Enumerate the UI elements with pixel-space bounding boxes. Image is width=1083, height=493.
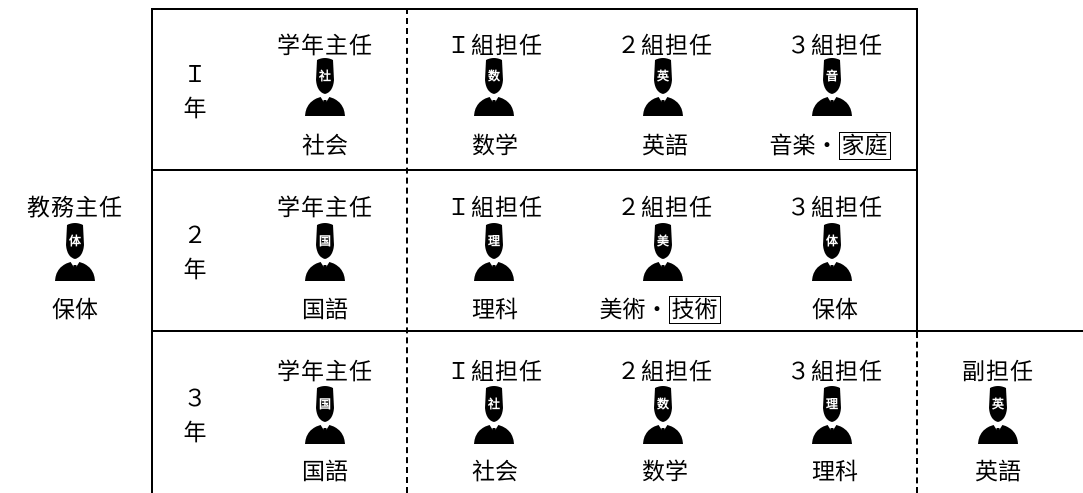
grade-label-1-top: Ｉ — [183, 62, 207, 88]
person-icon: 体 — [810, 223, 854, 281]
subject-badge-text: 数 — [657, 396, 670, 411]
person-icon: 数 — [641, 386, 685, 444]
head-teacher-subject: 保体 — [52, 297, 98, 323]
grade-label-2-top: ２ — [183, 223, 207, 249]
teacher-subject: 美術・技術 — [580, 290, 740, 324]
head-teacher-title: 教務主任 — [27, 195, 123, 221]
teacher-title: Ｉ組担任 — [447, 195, 543, 221]
subject-badge-text: 美 — [657, 233, 670, 248]
person-icon: 社 — [303, 58, 347, 116]
person-icon: 数 — [472, 58, 516, 116]
subject-boxed: 家庭 — [838, 132, 891, 160]
subject-badge-text: 音 — [826, 68, 838, 83]
teacher-subject: 数学 — [642, 459, 688, 485]
person-icon: 英 — [641, 58, 685, 116]
subject-badge-text: 社 — [318, 68, 331, 83]
teacher-subject: 社会 — [302, 133, 348, 159]
teacher-subject: 保体 — [812, 297, 858, 323]
person-icon: 国 — [303, 223, 347, 281]
subject-badge-text: 国 — [319, 234, 331, 248]
teacher-title: ３組担任 — [787, 33, 883, 59]
table-left-border — [151, 8, 153, 493]
grade-label-1-bottom: 年 — [183, 96, 207, 122]
subject-badge-text: 理 — [488, 234, 500, 248]
teacher-subject: 国語 — [302, 297, 348, 323]
subject-boxed: 技術 — [668, 296, 721, 324]
teacher-title: ２組担任 — [617, 359, 713, 385]
teacher-subject: 数学 — [472, 133, 518, 159]
grade-label-3-bottom: 年 — [183, 420, 207, 446]
subject-plain: 音楽・ — [769, 133, 839, 159]
row-divider-1 — [151, 169, 918, 171]
teacher-title: 学年主任 — [277, 195, 373, 221]
person-icon: 社 — [472, 386, 516, 444]
grade-divider-dashed — [406, 8, 408, 493]
teacher-title: 学年主任 — [277, 33, 373, 59]
teacher-subject: 理科 — [472, 297, 518, 323]
subject-badge-text: 理 — [826, 397, 838, 411]
subject-plain: 美術・ — [599, 297, 669, 323]
person-icon: 英 — [976, 386, 1020, 444]
grade-label-2-bottom: 年 — [183, 257, 207, 283]
subject-badge-text: 社 — [487, 396, 500, 411]
person-icon: 音 — [810, 58, 854, 116]
teacher-subject: 社会 — [472, 459, 518, 485]
person-icon: 理 — [472, 223, 516, 281]
teacher-title: Ｉ組担任 — [447, 359, 543, 385]
teacher-title: 副担任 — [962, 359, 1034, 385]
subject-badge-text: 英 — [992, 396, 1005, 411]
teacher-title: ２組担任 — [617, 195, 713, 221]
teacher-subject: 英語 — [642, 133, 688, 159]
subject-badge-text: 国 — [319, 397, 331, 411]
teacher-subject: 英語 — [975, 459, 1021, 485]
table-top-border — [151, 8, 918, 10]
assistant-divider-dashed — [916, 332, 918, 493]
grade-label-3-top: ３ — [183, 386, 207, 412]
teacher-title: 学年主任 — [277, 359, 373, 385]
subject-badge-text: 英 — [657, 68, 670, 83]
teacher-title: ３組担任 — [787, 359, 883, 385]
teacher-title: ３組担任 — [787, 195, 883, 221]
person-icon: 理 — [810, 386, 854, 444]
person-icon: 美 — [641, 223, 685, 281]
teacher-subject: 音楽・家庭 — [750, 126, 910, 160]
teacher-subject: 理科 — [812, 459, 858, 485]
subject-badge-text: 体 — [69, 233, 82, 248]
row-divider-2 — [151, 330, 1083, 332]
teacher-title: ２組担任 — [617, 33, 713, 59]
teacher-title: Ｉ組担任 — [447, 33, 543, 59]
teacher-subject: 国語 — [302, 459, 348, 485]
subject-badge-text: 体 — [826, 233, 839, 248]
subject-badge-text: 数 — [488, 68, 501, 83]
person-icon: 体 — [53, 223, 97, 281]
person-icon: 国 — [303, 386, 347, 444]
